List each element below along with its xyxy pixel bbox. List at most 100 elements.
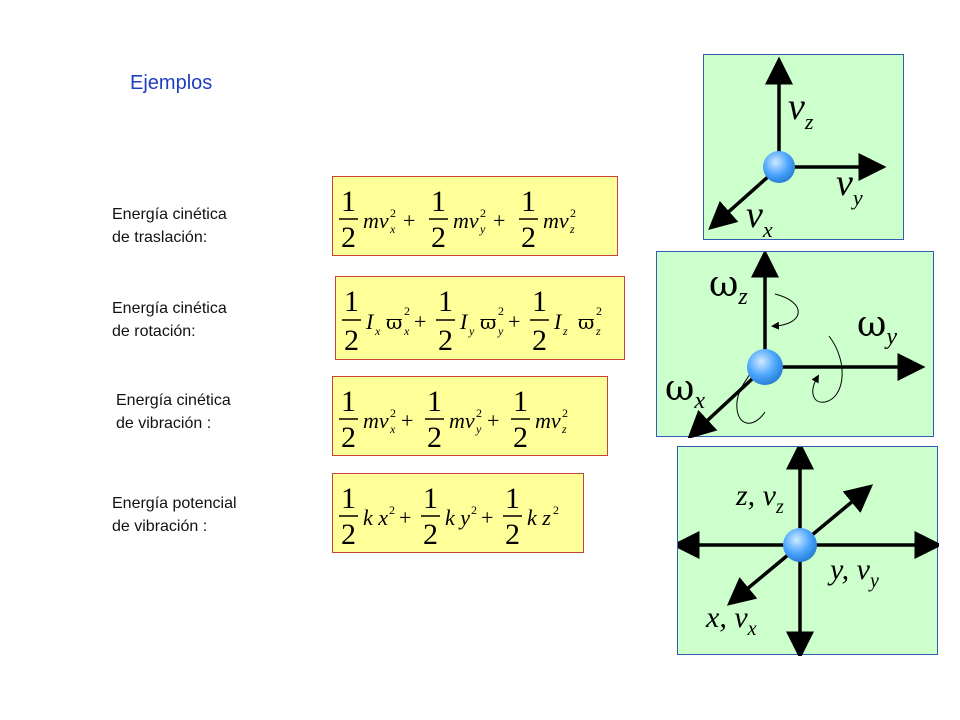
- svg-text:2: 2: [390, 206, 396, 220]
- label-rotation-line1: Energía cinética: [112, 300, 227, 317]
- label-omega-x: ωx: [665, 368, 705, 414]
- svg-text:2: 2: [344, 324, 359, 357]
- svg-text:2: 2: [404, 304, 410, 318]
- label-omega-z: ωz: [709, 264, 748, 310]
- svg-text:2: 2: [390, 406, 396, 420]
- svg-text:1: 1: [532, 285, 547, 318]
- svg-text:1: 1: [341, 482, 356, 515]
- equation-vibration-potential-formula: 1 2 k x 2 + 1 2 k y 2 + 1 2 k z 2: [339, 482, 559, 551]
- label-vibration-kinetic: Energía cinética de vibración :: [116, 389, 231, 435]
- label-omega-y: ωy: [857, 304, 897, 350]
- svg-text:2: 2: [427, 421, 442, 454]
- particle-sphere: [763, 151, 795, 183]
- svg-text:2: 2: [438, 324, 453, 357]
- vibration-axes-diagram: z, vz y, vy x, vx: [678, 447, 939, 656]
- label-vibration-potential-line1: Energía potencial: [112, 495, 237, 512]
- svg-text:+: +: [414, 309, 426, 334]
- svg-text:2: 2: [596, 304, 602, 318]
- svg-text:mv: mv: [363, 208, 389, 233]
- label-vibration-kinetic-line1: Energía cinética: [116, 392, 231, 409]
- equation-vibration-potential: 1 2 k x 2 + 1 2 k y 2 + 1 2 k z 2: [332, 473, 584, 553]
- svg-text:2: 2: [476, 406, 482, 420]
- svg-text:1: 1: [505, 482, 520, 515]
- svg-text:2: 2: [389, 503, 395, 517]
- svg-text:2: 2: [341, 518, 356, 551]
- equation-rotation-formula: 1 2 I x ϖ 2 x + 1 2 I y ϖ 2 y + 1 2 I z: [342, 285, 602, 357]
- svg-text:y: y: [479, 222, 486, 236]
- rotation-arrow-y: [811, 335, 843, 403]
- svg-text:1: 1: [344, 285, 359, 318]
- label-x-vx: x, vx: [705, 601, 757, 640]
- svg-text:x: x: [389, 222, 396, 236]
- rotation-axes-diagram: ωz ωy ωx: [665, 252, 926, 438]
- svg-text:I: I: [553, 309, 563, 334]
- svg-text:y: y: [468, 324, 475, 338]
- svg-text:2: 2: [498, 304, 504, 318]
- svg-text:ϖ: ϖ: [480, 310, 496, 334]
- particle-sphere: [783, 528, 817, 562]
- label-translation-line2: de traslación:: [112, 229, 208, 246]
- panel-translation: vz vy vx: [703, 54, 904, 241]
- svg-text:+: +: [508, 309, 520, 334]
- svg-text:2: 2: [341, 221, 356, 254]
- svg-text:mv: mv: [449, 408, 475, 433]
- svg-text:k x: k x: [363, 505, 388, 530]
- label-rotation-line2: de rotación:: [112, 323, 196, 340]
- svg-text:+: +: [399, 505, 411, 530]
- label-vibration-kinetic-line2: de vibración :: [116, 415, 212, 432]
- svg-text:x: x: [389, 422, 396, 436]
- svg-text:x: x: [374, 324, 381, 338]
- svg-text:z: z: [561, 422, 567, 436]
- svg-text:2: 2: [505, 518, 520, 551]
- svg-text:2: 2: [532, 324, 547, 357]
- translation-axes-diagram: vz vy vx: [708, 56, 887, 241]
- svg-text:2: 2: [423, 518, 438, 551]
- svg-text:+: +: [401, 408, 413, 433]
- equation-vibration-kinetic-formula: 1 2 mv 2 x + 1 2 mv 2 y + 1 2 mv 2 z: [339, 385, 568, 454]
- svg-text:2: 2: [513, 421, 528, 454]
- panel-rotation: ωz ωy ωx: [656, 251, 934, 438]
- svg-text:+: +: [487, 408, 499, 433]
- svg-text:+: +: [493, 208, 505, 233]
- label-rotation: Energía cinética de rotación:: [112, 297, 227, 343]
- svg-text:2: 2: [431, 221, 446, 254]
- svg-text:1: 1: [438, 285, 453, 318]
- svg-text:y: y: [497, 324, 504, 338]
- svg-text:2: 2: [553, 503, 559, 517]
- svg-text:ϖ: ϖ: [578, 310, 594, 334]
- label-vibration-potential: Energía potencial de vibración :: [112, 492, 237, 538]
- svg-text:mv: mv: [543, 208, 569, 233]
- svg-text:1: 1: [341, 185, 356, 218]
- svg-text:k z: k z: [527, 505, 551, 530]
- particle-sphere: [747, 349, 783, 385]
- label-vz: vz: [788, 86, 814, 134]
- label-vy: vy: [836, 162, 863, 210]
- svg-text:1: 1: [427, 385, 442, 418]
- svg-text:x: x: [403, 324, 410, 338]
- label-translation: Energía cinética de traslación:: [112, 203, 227, 249]
- svg-text:1: 1: [423, 482, 438, 515]
- svg-text:mv: mv: [535, 408, 561, 433]
- label-vibration-potential-line2: de vibración :: [112, 518, 208, 535]
- slide-title: Ejemplos: [130, 72, 213, 94]
- svg-text:k y: k y: [445, 505, 470, 530]
- svg-text:I: I: [459, 309, 469, 334]
- svg-text:2: 2: [480, 206, 486, 220]
- rotation-arrow-z: [771, 293, 799, 330]
- svg-text:2: 2: [562, 406, 568, 420]
- svg-text:2: 2: [471, 503, 477, 517]
- label-translation-line1: Energía cinética: [112, 206, 227, 223]
- equation-vibration-kinetic: 1 2 mv 2 x + 1 2 mv 2 y + 1 2 mv 2 z: [332, 376, 608, 456]
- panel-vibration: z, vz y, vy x, vx: [677, 446, 939, 656]
- svg-text:1: 1: [431, 185, 446, 218]
- equation-translation: 1 2 mv 2 x + 1 2 mv 2 y + 1 2 mv 2 z: [332, 176, 618, 256]
- svg-text:1: 1: [341, 385, 356, 418]
- svg-text:z: z: [569, 222, 575, 236]
- label-z-vz: z, vz: [735, 479, 784, 518]
- svg-text:2: 2: [521, 221, 536, 254]
- svg-text:mv: mv: [363, 408, 389, 433]
- svg-text:mv: mv: [453, 208, 479, 233]
- svg-text:+: +: [481, 505, 493, 530]
- equation-rotation: 1 2 I x ϖ 2 x + 1 2 I y ϖ 2 y + 1 2 I z: [335, 276, 625, 360]
- svg-text:ϖ: ϖ: [386, 310, 402, 334]
